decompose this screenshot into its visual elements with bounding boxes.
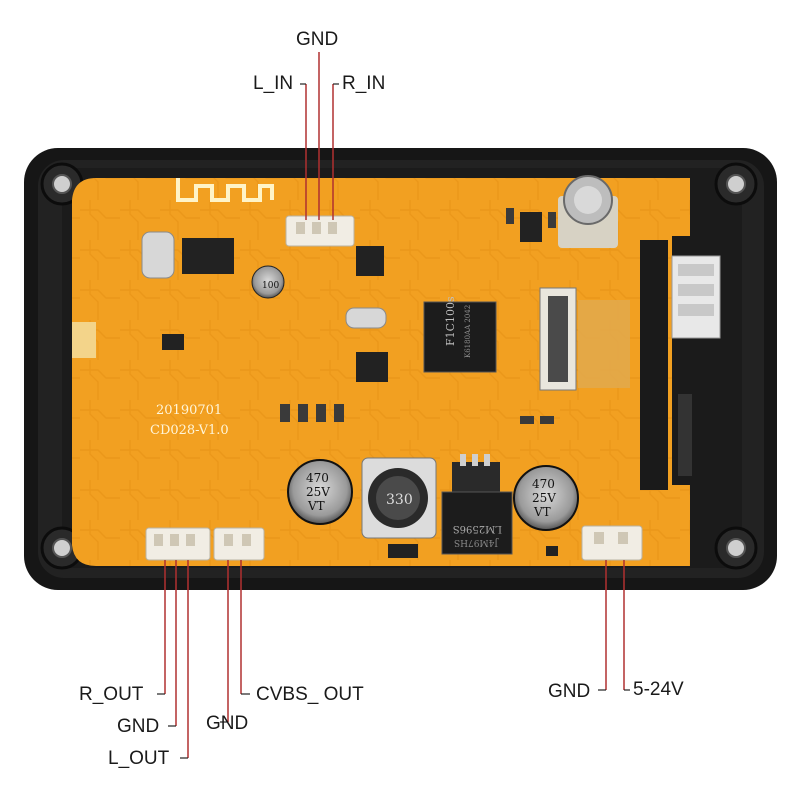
svg-text:VT: VT bbox=[533, 505, 551, 519]
leader-lines bbox=[164, 52, 625, 758]
capacitor-left: 470 25V VT bbox=[287, 459, 353, 525]
audio-out-connector bbox=[145, 527, 211, 561]
svg-text:VT: VT bbox=[307, 499, 325, 513]
label-r-out: R_OUT bbox=[79, 684, 144, 705]
svg-text:K6180AA 2042: K6180AA 2042 bbox=[464, 305, 472, 358]
capacitor-right: 470 25V VT bbox=[513, 465, 579, 531]
side-header bbox=[640, 240, 721, 490]
svg-text:J4M97HS: J4M97HS bbox=[454, 537, 499, 547]
label-gnd-audio: GND bbox=[117, 716, 160, 737]
label-gnd-video: GND bbox=[206, 713, 249, 734]
board-date-code: 20190701 bbox=[156, 403, 222, 418]
label-power: 5-24V bbox=[633, 679, 684, 700]
svg-text:F1C100s: F1C100s bbox=[444, 296, 457, 346]
svg-text:LM2596S: LM2596S bbox=[453, 523, 502, 534]
small-capacitor: 100 bbox=[251, 265, 285, 299]
mounting-hole bbox=[40, 162, 758, 570]
ic-chip bbox=[182, 238, 234, 274]
label-cvbs-out: CVBS_ OUT bbox=[256, 684, 364, 705]
ribbon-connector bbox=[539, 287, 630, 391]
voltage-regulator: LM2596S J4M97HS bbox=[441, 454, 513, 555]
label-r-in: R_IN bbox=[342, 73, 386, 94]
cvbs-connector bbox=[213, 527, 265, 561]
inductor: 330 bbox=[361, 457, 437, 539]
audio-in-connector bbox=[285, 215, 355, 247]
svg-text:25V: 25V bbox=[532, 491, 556, 505]
svg-text:330: 330 bbox=[386, 492, 413, 508]
board-model-code: CD028-V1.0 bbox=[150, 423, 229, 438]
svg-text:25V: 25V bbox=[306, 485, 330, 499]
label-l-out: L_OUT bbox=[108, 748, 170, 769]
label-top-gnd: GND bbox=[296, 29, 339, 50]
svg-text:100: 100 bbox=[262, 281, 279, 291]
svg-text:470: 470 bbox=[306, 471, 329, 485]
antenna-trace bbox=[176, 178, 274, 202]
crystal bbox=[141, 231, 175, 279]
label-l-in: L_IN bbox=[253, 73, 294, 94]
svg-text:470: 470 bbox=[532, 477, 555, 491]
power-connector bbox=[581, 525, 643, 561]
label-gnd-power: GND bbox=[548, 681, 591, 702]
coin-cell-holder bbox=[558, 175, 618, 248]
main-soc: F1C100s K6180AA 2042 bbox=[423, 296, 497, 373]
